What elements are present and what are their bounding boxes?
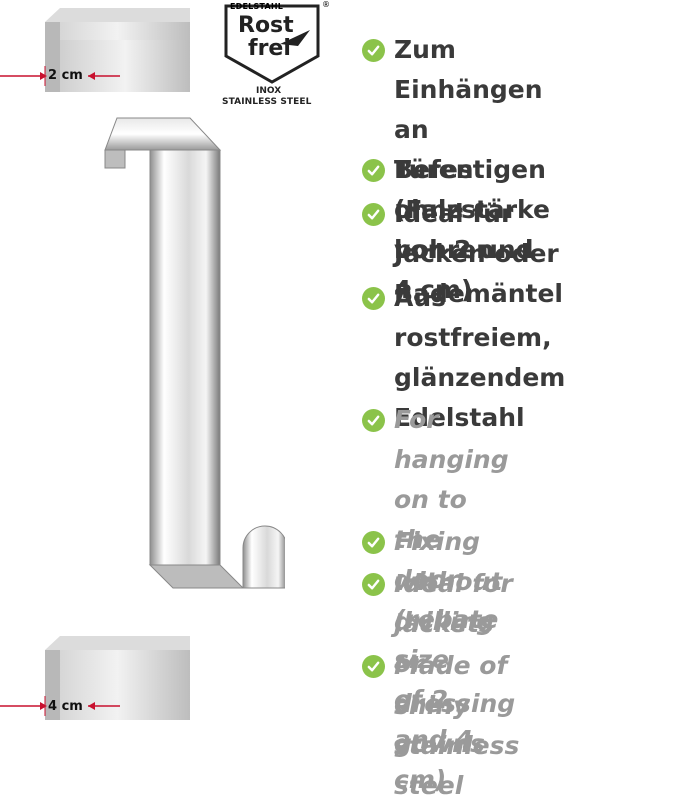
feature-de-3: Ideal für Jacken oder Bademäntel xyxy=(362,194,563,314)
door-hook-product xyxy=(104,117,285,589)
check-icon xyxy=(362,573,385,596)
dimension-label-top: 2 cm xyxy=(48,68,83,83)
door-fold-2cm-illustration xyxy=(0,8,190,92)
dimension-label-bottom: 4 cm xyxy=(48,699,83,714)
feature-de-2: Befestigen ohne bohren xyxy=(362,150,546,270)
feature-text: Ideal für Jacken oder Bademäntel xyxy=(394,199,563,308)
check-icon xyxy=(362,39,385,62)
door-fold-4cm-illustration xyxy=(0,636,190,720)
feature-de-4: Aus rostfreiem, glänzendem Edelstahl xyxy=(362,278,565,438)
check-icon xyxy=(362,655,385,678)
check-icon xyxy=(362,203,385,226)
check-icon xyxy=(362,287,385,310)
check-icon xyxy=(362,159,385,182)
feature-text: Befestigen ohne bohren xyxy=(394,155,546,264)
feature-en-4: Made of shiny stainless steel xyxy=(362,646,519,806)
check-icon xyxy=(362,531,385,554)
logo-frei: frei xyxy=(248,36,291,61)
feature-de-1: Zum Einhängen an Türen (Falzstärke von 2… xyxy=(362,30,550,310)
feature-text: Fixing without drilling xyxy=(394,527,503,636)
logo-registered: ® xyxy=(322,0,330,9)
feature-en-2: Fixing without drilling xyxy=(362,522,502,642)
logo-inox: INOX xyxy=(256,86,282,96)
feature-text: Made of shiny stainless steel xyxy=(394,651,520,800)
feature-text: Zum Einhängen an Türen (Falzstärke von 2… xyxy=(394,35,550,304)
check-icon xyxy=(362,409,385,432)
logo-rost: Rost xyxy=(238,13,294,38)
rostfrei-logo xyxy=(224,4,320,84)
logo-edelstahl: EDELSTAHL xyxy=(230,2,284,11)
logo-stainless-steel: STAINLESS STEEL xyxy=(222,97,312,107)
feature-text: Aus rostfreiem, glänzendem Edelstahl xyxy=(394,283,566,432)
